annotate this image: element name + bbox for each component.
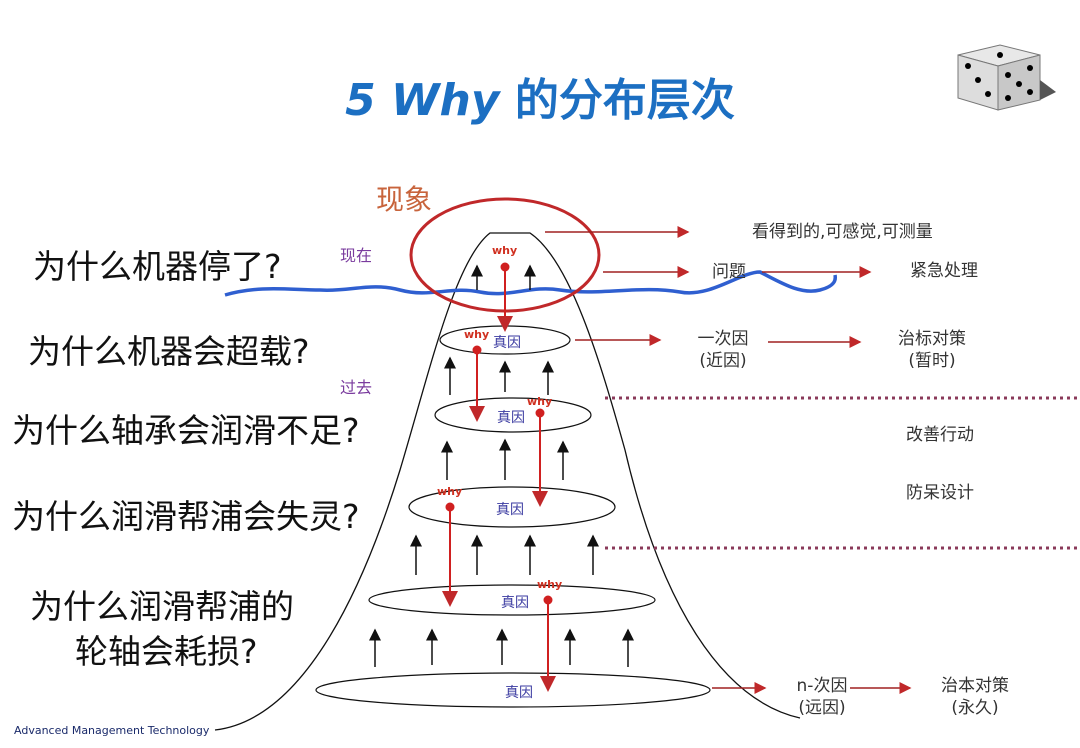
result-arrows [545, 226, 912, 694]
now-label: 现在 [340, 246, 373, 265]
cause-label-5: 真因 [505, 685, 533, 701]
past-label: 过去 [340, 378, 373, 397]
root-fix-label: 治本对策(永久) [941, 676, 1009, 718]
cause-ellipse-3 [408, 486, 616, 528]
question-5-line1: 为什么润滑帮浦的 [30, 587, 294, 626]
symptom-fix-label: 治标对策(暂时) [898, 329, 966, 371]
problem-label: 问题 [712, 262, 746, 282]
poka-yoke-label: 防呆设计 [906, 483, 974, 503]
improve-label: 改善行动 [906, 425, 974, 445]
mountain-outline [214, 232, 801, 731]
upward-arrows [369, 264, 634, 667]
cause-label-2: 真因 [497, 410, 525, 426]
why-label-4: why [437, 485, 463, 498]
cause-label-1: 真因 [493, 335, 521, 351]
why-label-5: why [537, 578, 563, 591]
phenomenon-label: 现象 [376, 183, 433, 216]
question-1: 为什么机器停了? [33, 247, 282, 286]
cause-ellipse-2 [434, 397, 592, 433]
why-label-1: why [492, 244, 518, 257]
footer-text: Advanced Management Technology [14, 724, 210, 737]
cause-ellipse-4 [368, 584, 656, 616]
question-4: 为什么润滑帮浦会失灵? [12, 497, 360, 536]
question-5-line2: 轮轴会耗损? [75, 632, 258, 671]
cause-label-4: 真因 [501, 595, 529, 611]
urgent-label: 紧急处理 [910, 261, 978, 281]
divider-lines [605, 396, 1080, 550]
question-3: 为什么轴承会润滑不足? [12, 411, 360, 450]
visible-label: 看得到的,可感觉,可测量 [752, 222, 933, 242]
cause-label-3: 真因 [496, 502, 524, 518]
n-cause-label: n-次因(远因) [796, 676, 848, 718]
why-label-2: why [464, 328, 490, 341]
water-line [224, 270, 838, 297]
question-2: 为什么机器会超载? [28, 332, 310, 371]
why-arrows [442, 262, 556, 692]
page-title: 5 Why 的分布层次 [345, 75, 735, 126]
dice-icon [957, 44, 1056, 111]
first-cause-label: 一次因(近因) [697, 329, 749, 371]
cause-ellipse-5 [315, 672, 711, 708]
why-label-3: why [527, 395, 553, 408]
